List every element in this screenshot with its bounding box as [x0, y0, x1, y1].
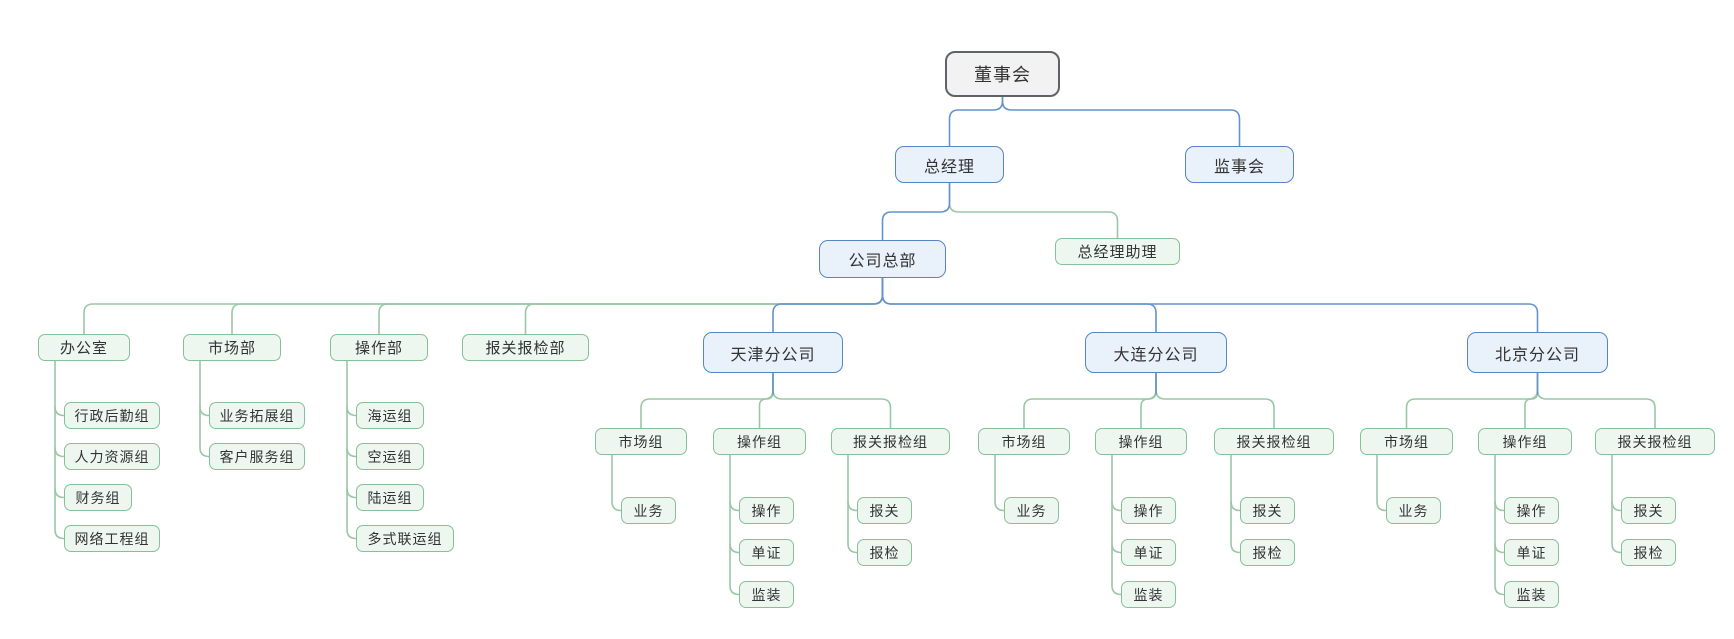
connector-green: [346, 487, 357, 499]
connector-green: [346, 446, 357, 458]
node-bj-customs-declaration[interactable]: 报关: [1621, 497, 1676, 524]
connector-green: [524, 277, 884, 335]
node-office-finance-group[interactable]: 财务组: [64, 484, 132, 511]
node-marketing-customer-service-group[interactable]: 客户服务组: [209, 443, 305, 470]
node-office-admin-logistics-group[interactable]: 行政后勤组: [64, 402, 160, 429]
connector-green: [231, 277, 884, 335]
connector-green: [1536, 372, 1656, 429]
node-dl-operations-group[interactable]: 操作组: [1095, 428, 1187, 455]
node-operations-dept[interactable]: 操作部: [330, 334, 428, 361]
connector-green: [378, 277, 884, 335]
connector-green: [199, 405, 210, 417]
node-tj-inspection[interactable]: 报检: [857, 539, 912, 566]
node-dl-marketing-group[interactable]: 市场组: [978, 428, 1070, 455]
node-bj-documentation[interactable]: 单证: [1504, 539, 1559, 566]
node-marketing-biz-dev-group[interactable]: 业务拓展组: [209, 402, 305, 429]
node-tj-customs-declaration[interactable]: 报关: [857, 497, 912, 524]
connector-green: [611, 454, 622, 512]
node-dl-customs-group[interactable]: 报关报检组: [1214, 428, 1334, 455]
connector-green: [1405, 372, 1539, 429]
node-bj-customs-group[interactable]: 报关报检组: [1595, 428, 1715, 455]
node-dl-customs-declaration[interactable]: 报关: [1240, 497, 1295, 524]
node-board-of-directors[interactable]: 董事会: [945, 51, 1060, 97]
node-dl-operation[interactable]: 操作: [1121, 497, 1176, 524]
node-gm-assistant[interactable]: 总经理助理: [1055, 238, 1180, 265]
connector-green: [994, 454, 1005, 512]
connector-green: [758, 372, 774, 429]
node-company-hq[interactable]: 公司总部: [819, 240, 946, 278]
node-office-network-engineering-group[interactable]: 网络工程组: [64, 525, 160, 552]
node-dl-documentation[interactable]: 单证: [1121, 539, 1176, 566]
node-customs-inspection-dept[interactable]: 报关报检部: [462, 334, 589, 361]
node-tj-business[interactable]: 业务: [621, 497, 676, 524]
connector-green: [1611, 500, 1622, 512]
node-beijing-branch[interactable]: 北京分公司: [1467, 332, 1608, 373]
connector-green: [729, 500, 740, 512]
connector-blue: [881, 182, 951, 241]
node-bj-operation[interactable]: 操作: [1504, 497, 1559, 524]
connector-green: [54, 446, 65, 458]
connector-green: [1524, 372, 1539, 429]
connector-green: [199, 360, 210, 458]
node-tj-operations-group[interactable]: 操作组: [713, 428, 806, 455]
connector-green: [729, 542, 740, 554]
connector-blue: [881, 277, 1157, 333]
node-marketing-dept[interactable]: 市场部: [183, 334, 281, 361]
node-general-manager[interactable]: 总经理: [895, 146, 1004, 183]
connector-green: [847, 454, 858, 554]
connector-green: [1155, 372, 1275, 429]
node-dl-inspection[interactable]: 报检: [1240, 539, 1295, 566]
connector-green: [847, 500, 858, 512]
connector-green: [1230, 500, 1241, 512]
connector-green: [1140, 372, 1157, 429]
node-ops-land-freight-group[interactable]: 陆运组: [356, 484, 424, 511]
node-ops-multimodal-group[interactable]: 多式联运组: [356, 525, 454, 552]
connector-blue: [1001, 96, 1241, 147]
node-ops-sea-freight-group[interactable]: 海运组: [356, 402, 424, 429]
node-dalian-branch[interactable]: 大连分公司: [1085, 332, 1227, 373]
connector-green: [1611, 454, 1622, 554]
node-tj-documentation[interactable]: 单证: [739, 539, 794, 566]
connector-green: [1376, 454, 1387, 512]
connector-green: [54, 405, 65, 417]
connector-green: [772, 372, 892, 429]
connector-green: [729, 454, 740, 596]
node-dl-business[interactable]: 业务: [1004, 497, 1059, 524]
connector-green: [1111, 500, 1122, 512]
node-tj-operation[interactable]: 操作: [739, 497, 794, 524]
connector-green: [54, 487, 65, 499]
node-tj-customs-group[interactable]: 报关报检组: [831, 428, 950, 455]
connector-green: [83, 277, 884, 335]
connector-green: [346, 360, 357, 540]
connector-green: [54, 360, 65, 540]
node-tj-marketing-group[interactable]: 市场组: [595, 428, 687, 455]
connector-green: [1111, 542, 1122, 554]
connector-green: [948, 182, 1119, 239]
node-bj-marketing-group[interactable]: 市场组: [1360, 428, 1453, 455]
node-office-dept[interactable]: 办公室: [38, 334, 130, 361]
node-tj-loading-supervision[interactable]: 监装: [739, 581, 794, 608]
node-dl-loading-supervision[interactable]: 监装: [1121, 581, 1176, 608]
connector-blue: [772, 277, 884, 333]
node-ops-air-freight-group[interactable]: 空运组: [356, 443, 424, 470]
connector-green: [346, 405, 357, 417]
connector-green: [1111, 454, 1122, 596]
node-bj-operations-group[interactable]: 操作组: [1478, 428, 1572, 455]
connector-green: [1494, 500, 1505, 512]
connector-blue: [881, 277, 1539, 333]
connector-green: [1023, 372, 1157, 429]
connector-blue: [948, 96, 1004, 147]
node-bj-business[interactable]: 业务: [1386, 497, 1441, 524]
node-bj-inspection[interactable]: 报检: [1621, 539, 1676, 566]
node-office-hr-group[interactable]: 人力资源组: [64, 443, 160, 470]
node-bj-loading-supervision[interactable]: 监装: [1504, 581, 1559, 608]
node-supervisory-board[interactable]: 监事会: [1185, 146, 1294, 183]
node-tianjin-branch[interactable]: 天津分公司: [703, 332, 843, 373]
connector-green: [1230, 454, 1241, 554]
connector-green: [640, 372, 774, 429]
connector-green: [1494, 454, 1505, 596]
connector-green: [1494, 542, 1505, 554]
